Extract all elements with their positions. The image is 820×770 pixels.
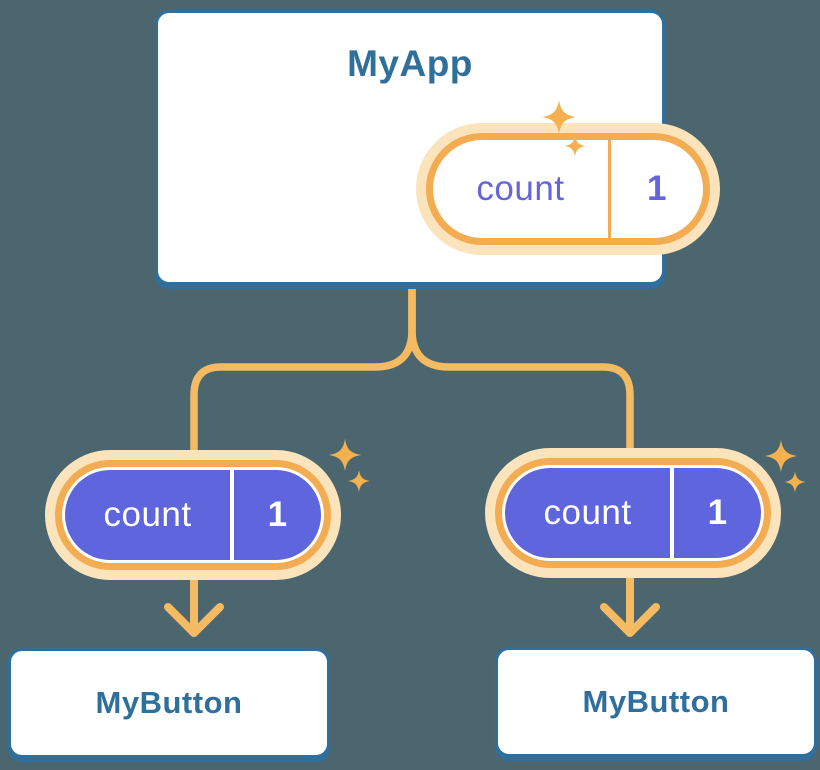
- state-value-label: 1: [707, 493, 728, 532]
- branch-line-right: [408, 284, 634, 462]
- state-name-label: count: [543, 493, 632, 532]
- myapp-card: MyApp count 1: [155, 10, 720, 285]
- left-state-pill: count 1: [45, 450, 341, 580]
- right-state-pill-body: count 1: [505, 468, 761, 558]
- state-value-label: 1: [267, 495, 288, 534]
- sparkle-icon: [328, 438, 362, 472]
- pill-divider: [670, 468, 675, 558]
- sparkle-icon: [784, 471, 806, 493]
- root-state-pill: count 1: [416, 123, 720, 255]
- state-name-label: count: [103, 495, 192, 534]
- mybutton-card-right: MyButton: [495, 647, 817, 757]
- state-name-label: count: [476, 169, 565, 208]
- arrow-head-right-icon: [600, 603, 660, 637]
- arrow-head-left-icon: [164, 603, 224, 637]
- sparkle-icon: [347, 469, 371, 493]
- pill-divider: [230, 470, 235, 560]
- left-state-pill-ring: count 1: [55, 460, 331, 570]
- mybutton-title: MyButton: [95, 685, 243, 720]
- right-state-pill: count 1: [485, 448, 781, 578]
- myapp-title: MyApp: [347, 43, 473, 84]
- pill-divider: [607, 140, 611, 238]
- state-value-label: 1: [646, 169, 667, 208]
- left-state-pill-body: count 1: [65, 470, 321, 560]
- mybutton-title: MyButton: [582, 684, 730, 719]
- branch-line-left: [190, 284, 416, 462]
- sparkle-icon: [764, 439, 798, 473]
- mybutton-card-left: MyButton: [8, 648, 330, 758]
- right-state-pill-ring: count 1: [495, 458, 771, 568]
- root-state-pill-ring: count 1: [426, 133, 710, 245]
